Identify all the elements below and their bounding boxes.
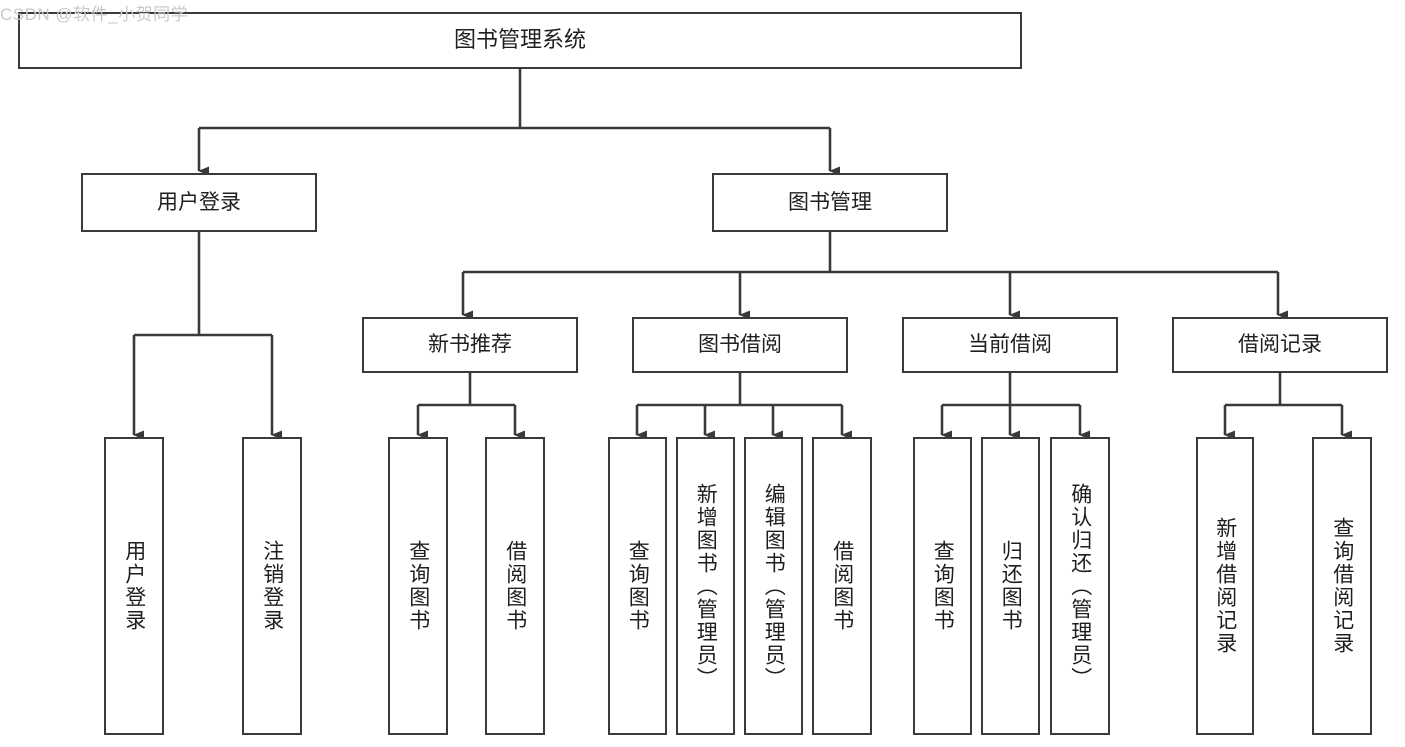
node-user-login[interactable]: 用户登录 <box>81 173 317 232</box>
node-label: 确认归还（管理员） <box>1068 482 1092 690</box>
node-leaf-query-borrow-record[interactable]: 查询借阅记录 <box>1312 437 1372 735</box>
node-label: 查询图书 <box>406 540 430 632</box>
node-leaf-user-logout[interactable]: 注销登录 <box>242 437 302 735</box>
node-book-manage[interactable]: 图书管理 <box>712 173 948 232</box>
node-leaf-borrow-book-2[interactable]: 借阅图书 <box>812 437 872 735</box>
node-label: 新增图书（管理员） <box>694 482 718 690</box>
node-label: 借阅记录 <box>1238 333 1322 357</box>
node-label: 图书管理系统 <box>453 27 586 53</box>
node-label: 用户登录 <box>122 540 146 632</box>
node-leaf-query-book-3[interactable]: 查询图书 <box>913 437 972 735</box>
node-root[interactable]: 图书管理系统 <box>18 12 1022 69</box>
node-leaf-confirm-return-admin[interactable]: 确认归还（管理员） <box>1050 437 1110 735</box>
node-label: 查询借阅记录 <box>1330 517 1354 655</box>
node-label: 查询图书 <box>931 540 955 632</box>
node-label: 图书借阅 <box>698 333 782 357</box>
node-leaf-edit-book-admin[interactable]: 编辑图书（管理员） <box>744 437 803 735</box>
node-label: 新书推荐 <box>428 333 512 357</box>
node-label: 注销登录 <box>260 540 284 632</box>
node-leaf-return-book[interactable]: 归还图书 <box>981 437 1040 735</box>
node-borrow-record[interactable]: 借阅记录 <box>1172 317 1388 373</box>
node-label: 图书管理 <box>788 190 872 214</box>
node-label: 用户登录 <box>157 190 241 214</box>
node-label: 归还图书 <box>999 540 1023 632</box>
node-current-borrow[interactable]: 当前借阅 <box>902 317 1118 373</box>
node-label: 新增借阅记录 <box>1213 517 1237 655</box>
node-leaf-borrow-book-1[interactable]: 借阅图书 <box>485 437 545 735</box>
node-leaf-add-borrow-record[interactable]: 新增借阅记录 <box>1196 437 1254 735</box>
node-leaf-query-book-2[interactable]: 查询图书 <box>608 437 667 735</box>
node-leaf-user-login[interactable]: 用户登录 <box>104 437 164 735</box>
node-label: 借阅图书 <box>503 540 527 632</box>
connector-lines <box>132 69 1352 440</box>
node-label: 当前借阅 <box>968 333 1052 357</box>
node-leaf-query-book-1[interactable]: 查询图书 <box>388 437 448 735</box>
node-label: 借阅图书 <box>830 540 854 632</box>
node-book-borrow[interactable]: 图书借阅 <box>632 317 848 373</box>
node-leaf-add-book-admin[interactable]: 新增图书（管理员） <box>676 437 735 735</box>
node-label: 查询图书 <box>626 540 650 632</box>
node-new-book-recommend[interactable]: 新书推荐 <box>362 317 578 373</box>
node-label: 编辑图书（管理员） <box>762 482 786 690</box>
